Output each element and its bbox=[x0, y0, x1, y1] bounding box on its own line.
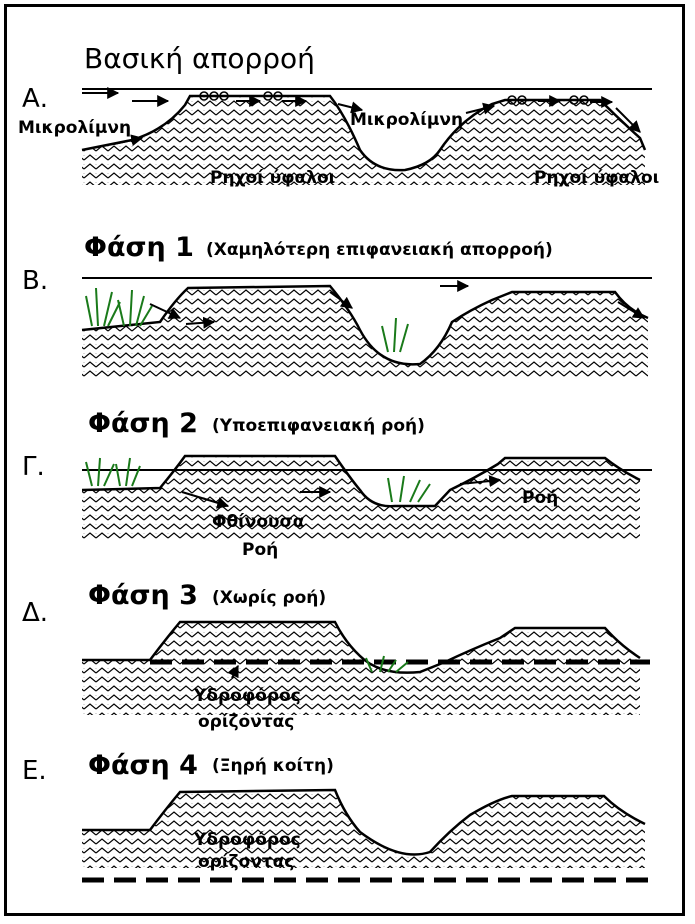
panel-a-title: Βασική απορροή bbox=[84, 42, 315, 75]
panel-e-phase: Φάση 4 bbox=[88, 750, 198, 781]
panel-b-subtitle: (Χαμηλότερη επιφανειακή απορροή) bbox=[206, 240, 553, 260]
panel-b-letter: Β. bbox=[22, 266, 48, 296]
panel-g-profile bbox=[82, 456, 652, 540]
water-table-label-line2: ορίζοντας bbox=[198, 712, 294, 732]
panel-g-subtitle: (Υποεπιφανειακή ροή) bbox=[212, 416, 425, 436]
flow-label-line2: Ροή bbox=[242, 540, 278, 560]
panel-b-profile bbox=[82, 278, 652, 378]
pool-label-right: Μικρολίμνη bbox=[350, 110, 463, 130]
panel-e-letter: Ε. bbox=[22, 756, 47, 786]
panel-a-letter: Α. bbox=[22, 84, 48, 114]
riffle-label-left: Ρηχοί ύφαλοι bbox=[210, 168, 335, 188]
riffle-label-right: Ρηχοί ύφαλοι bbox=[534, 168, 659, 188]
water-table-label-line1: Υδροφόρος bbox=[194, 686, 301, 706]
panel-b-phase: Φάση 1 bbox=[84, 232, 194, 263]
panel-d-letter: Δ. bbox=[22, 598, 48, 628]
panel-e-profile bbox=[82, 790, 650, 880]
panel-g-letter: Γ. bbox=[22, 452, 45, 482]
pool-label-left: Μικρολίμνη bbox=[18, 118, 131, 138]
panel-g-phase: Φάση 2 bbox=[88, 408, 198, 439]
water-table-label-line2: ορίζοντας bbox=[198, 852, 294, 872]
panel-d-phase: Φάση 3 bbox=[88, 580, 198, 611]
panel-e-subtitle: (Ξηρή κοίτη) bbox=[212, 756, 334, 776]
flow-label-line1: Φθίνουσα bbox=[212, 512, 304, 532]
panel-d-profile bbox=[82, 622, 650, 715]
water-table-label-line1: Υδροφόρος bbox=[194, 830, 301, 850]
flow-label-right: Ροή bbox=[522, 488, 558, 508]
panel-d-subtitle: (Χωρίς ροή) bbox=[212, 588, 326, 608]
